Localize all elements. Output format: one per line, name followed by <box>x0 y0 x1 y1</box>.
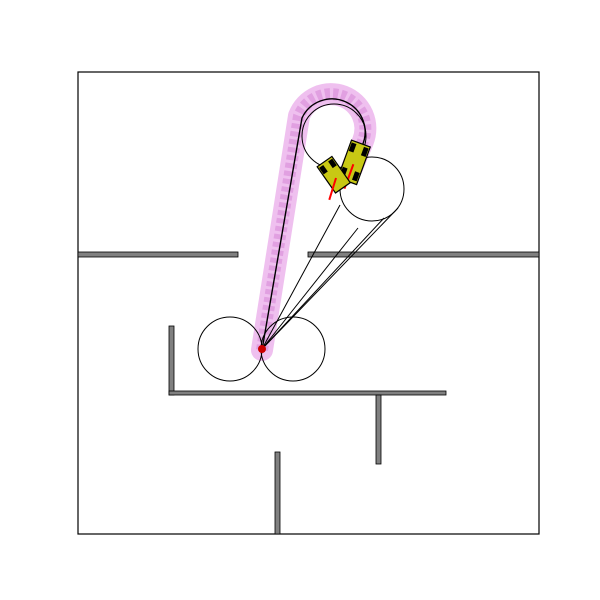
wall-bottom-post <box>274 451 281 535</box>
walls <box>77 251 540 535</box>
start-point-dot <box>258 345 266 353</box>
tangent-line-d <box>261 227 359 350</box>
wall-upper-left <box>77 251 239 258</box>
wall-right-post <box>375 394 382 465</box>
wall-left-post <box>168 325 175 396</box>
tangent-line-c <box>261 204 341 350</box>
wall-upper-right <box>307 251 540 258</box>
car-icon-ghost <box>316 155 352 201</box>
tangent-line-a <box>261 207 399 350</box>
planned-path <box>261 98 366 351</box>
wall-middle <box>168 390 447 396</box>
map-boundary <box>77 71 540 535</box>
tangent-line-b <box>261 217 385 350</box>
